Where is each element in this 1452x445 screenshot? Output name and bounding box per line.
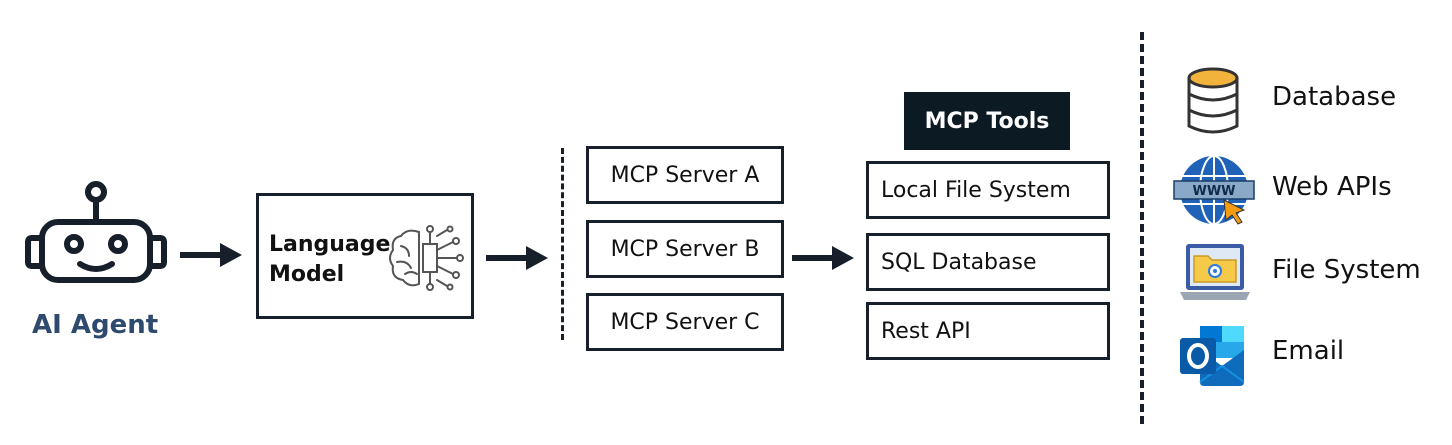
mcp-server-b: MCP Server B: [586, 220, 784, 278]
ai-agent: AI Agent: [22, 180, 172, 350]
arrow-model-to-servers: [486, 246, 548, 270]
mcp-tools-title-text: MCP Tools: [924, 108, 1050, 134]
tool-sql-database: SQL Database: [866, 233, 1110, 291]
language-model-line1: Language: [269, 232, 391, 257]
svg-text:WWW: WWW: [1192, 184, 1235, 199]
mcp-server-a: MCP Server A: [586, 146, 784, 204]
language-model-line2: Model: [269, 262, 345, 287]
mcp-server-c: MCP Server C: [586, 293, 784, 351]
arrow-agent-to-model: [180, 243, 242, 267]
robot-icon: [25, 181, 167, 283]
tool-rest-api-label: Rest API: [881, 318, 971, 344]
outlook-icon: [1180, 326, 1245, 386]
language-model-box: Language Model: [256, 193, 474, 319]
mcp-server-c-label: MCP Server C: [610, 309, 760, 335]
mcp-tools-title: MCP Tools: [904, 92, 1070, 150]
resource-database-label: Database: [1272, 82, 1397, 112]
resource-web-apis-label: Web APIs: [1272, 172, 1392, 202]
tool-local-file-system-label: Local File System: [881, 177, 1071, 203]
database-icon: [1187, 67, 1239, 134]
resources-divider: [1140, 32, 1144, 424]
tool-sql-database-label: SQL Database: [881, 249, 1037, 275]
servers-divider: [561, 148, 564, 340]
mcp-server-b-label: MCP Server B: [610, 236, 760, 262]
globe-www-icon: WWW: [1173, 155, 1255, 225]
tool-local-file-system: Local File System: [866, 161, 1110, 219]
brain-chip-icon: [389, 225, 464, 291]
resource-email-label: Email: [1272, 336, 1345, 366]
arrow-servers-to-tools: [792, 246, 854, 270]
folder-laptop-icon: [1180, 244, 1250, 300]
mcp-server-a-label: MCP Server A: [610, 162, 760, 188]
ai-agent-label: AI Agent: [32, 310, 159, 340]
tool-rest-api: Rest API: [866, 302, 1110, 360]
resource-file-system-label: File System: [1272, 255, 1421, 285]
